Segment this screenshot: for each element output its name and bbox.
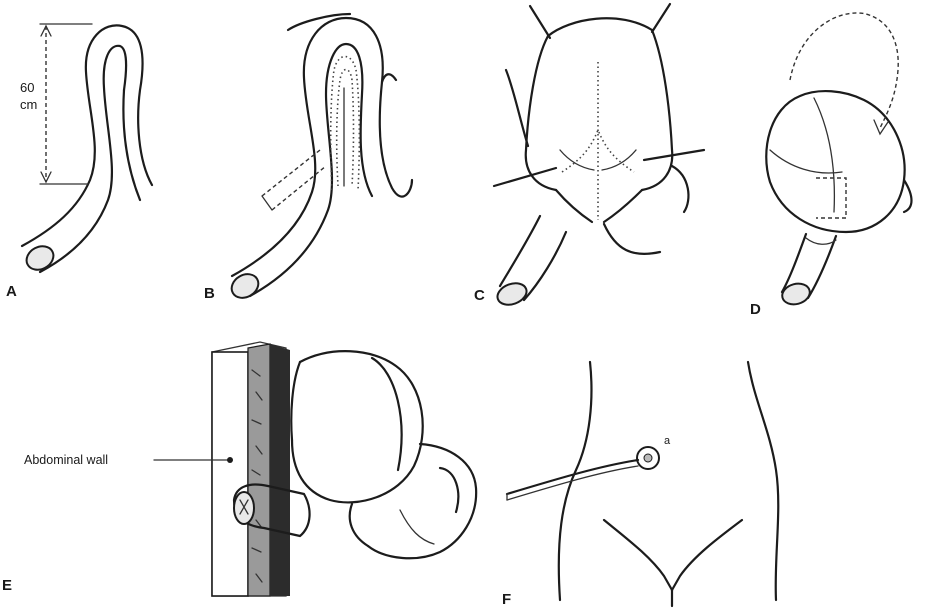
panel-a-lumen xyxy=(22,242,57,275)
panel-f: a F xyxy=(502,362,778,608)
panel-b-suture-lines xyxy=(331,57,360,191)
panel-c-letter: C xyxy=(474,287,485,304)
panel-c-lumen xyxy=(494,279,529,308)
panel-c: C xyxy=(474,4,704,309)
panel-a: 60 cm A xyxy=(6,24,152,300)
panel-e-letter: E xyxy=(2,577,12,594)
panel-e: Abdominal wall E xyxy=(2,342,476,596)
panel-a-bowel-loop xyxy=(22,25,152,274)
panel-d-pouch xyxy=(766,91,911,232)
panel-d-rotation-arrow xyxy=(790,13,898,134)
panel-f-mark: a xyxy=(664,435,671,447)
panel-e-abdominal-wall xyxy=(212,342,290,596)
panel-b: B xyxy=(204,14,412,303)
panel-a-measure xyxy=(40,24,92,184)
panel-f-body-outline xyxy=(559,362,778,606)
panel-d-letter: D xyxy=(750,301,761,318)
panel-c-bowel-limbs xyxy=(494,70,688,309)
panel-c-opened-pouch xyxy=(526,18,673,222)
panel-e-label: Abdominal wall xyxy=(24,453,108,467)
panel-b-bowel-loop xyxy=(227,14,412,303)
panel-a-measure-value: 60 xyxy=(20,80,34,95)
panel-b-letter: B xyxy=(204,285,215,302)
panel-a-measure-unit: cm xyxy=(20,97,37,112)
panel-b-instrument xyxy=(262,150,326,210)
panel-a-letter: A xyxy=(6,283,17,300)
panel-e-pouch xyxy=(291,351,476,558)
panel-d: D xyxy=(750,13,912,318)
panel-d-stoma xyxy=(780,234,836,307)
panel-f-letter: F xyxy=(502,591,511,608)
